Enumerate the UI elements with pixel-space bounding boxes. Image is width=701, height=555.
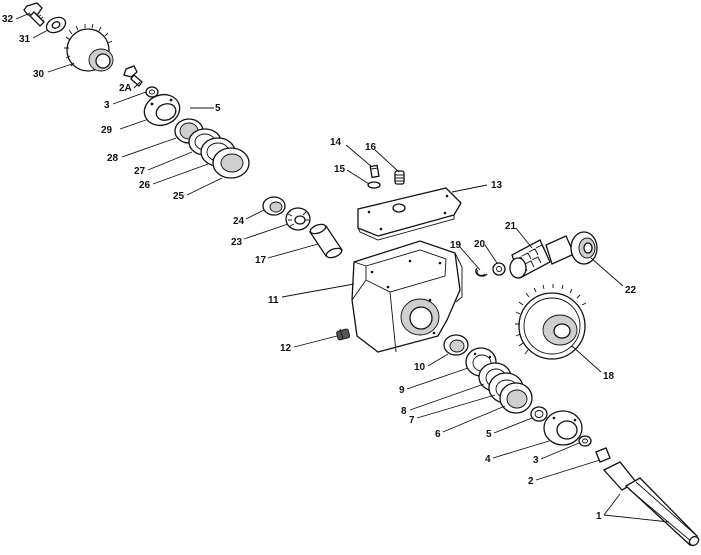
part-13-cover xyxy=(357,187,462,241)
part-4-cap xyxy=(543,410,583,446)
callout-15: 15 xyxy=(334,164,346,175)
callout-3-upper: 3 xyxy=(104,100,110,111)
callout-30: 30 xyxy=(33,69,45,80)
part-32-bolt xyxy=(23,2,45,27)
part-24-bearing-cup xyxy=(262,196,286,216)
callout-5-lower: 5 xyxy=(486,429,492,440)
callout-13: 13 xyxy=(491,180,503,191)
callout-31: 31 xyxy=(19,34,31,45)
part-22-cup xyxy=(570,231,598,265)
callout-26: 26 xyxy=(139,180,151,191)
callout-7: 7 xyxy=(409,415,415,426)
callout-25: 25 xyxy=(173,191,185,202)
part-1-shaft xyxy=(602,461,700,547)
part-21-pinion-gear xyxy=(509,235,575,279)
callout-6: 6 xyxy=(435,429,441,440)
callout-2: 2 xyxy=(528,476,534,487)
part-31-washer xyxy=(45,16,67,34)
callout-21: 21 xyxy=(505,221,517,232)
callout-9: 9 xyxy=(399,385,405,396)
part-3-nut-lower xyxy=(578,435,592,447)
part-12-plug xyxy=(336,328,351,341)
callout-28: 28 xyxy=(107,153,119,164)
part-19-snap-ring xyxy=(475,267,488,277)
part-16-plug xyxy=(394,170,405,185)
callout-12: 12 xyxy=(280,343,292,354)
callout-8: 8 xyxy=(401,406,407,417)
part-30-sprocket xyxy=(64,23,114,72)
callout-10: 10 xyxy=(414,362,426,373)
part-2-key xyxy=(595,447,611,463)
part-15-washer xyxy=(367,181,381,189)
part-29-cap xyxy=(143,93,181,127)
callout-22: 22 xyxy=(625,285,637,296)
leader-lines xyxy=(15,12,670,523)
callout-labels: 32 31 30 2A 3 5 29 28 27 26 25 14 16 15 … xyxy=(2,14,637,522)
callout-24: 24 xyxy=(233,216,245,227)
part-25-gasket xyxy=(212,147,250,179)
part-23-bearing-cone xyxy=(285,207,311,231)
callout-11: 11 xyxy=(268,295,279,306)
part-14-screw xyxy=(369,164,380,179)
callout-19: 19 xyxy=(450,240,462,251)
callout-23: 23 xyxy=(231,237,243,248)
callout-18: 18 xyxy=(603,371,615,382)
callout-3-lower: 3 xyxy=(533,455,539,466)
callout-27: 27 xyxy=(134,166,146,177)
part-6-gasket xyxy=(499,382,533,414)
part-10-bearing xyxy=(443,334,469,356)
callout-14: 14 xyxy=(330,137,342,148)
part-17-spacer xyxy=(309,223,343,259)
callout-32: 32 xyxy=(2,14,14,25)
callout-20: 20 xyxy=(474,239,486,250)
callout-29: 29 xyxy=(101,125,113,136)
callout-17: 17 xyxy=(255,255,267,266)
part-20-washer xyxy=(492,262,506,276)
callout-1: 1 xyxy=(596,511,602,522)
part-5-seal-lower xyxy=(530,406,548,422)
part-18-ring-gear xyxy=(515,284,587,360)
callout-2a: 2A xyxy=(119,83,132,94)
part-11-housing xyxy=(351,240,463,353)
callout-16: 16 xyxy=(365,142,377,153)
callout-4: 4 xyxy=(485,454,491,465)
callout-5-upper: 5 xyxy=(215,103,221,114)
